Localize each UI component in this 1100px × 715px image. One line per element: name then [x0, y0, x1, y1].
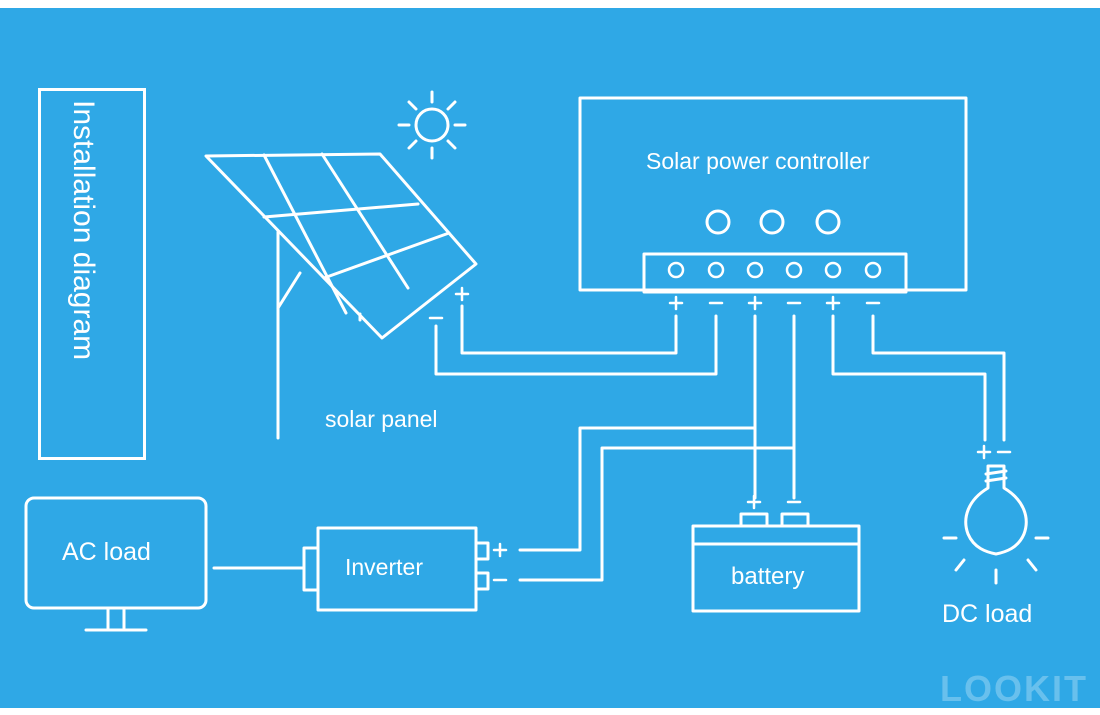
battery-icon	[691, 494, 861, 613]
solar-panel-label: solar panel	[325, 406, 438, 432]
inverter-icon	[302, 526, 508, 612]
controller-label: Solar power controller	[646, 148, 870, 174]
inverter-label: Inverter	[345, 554, 423, 580]
watermark-logo: LOOKIT	[940, 668, 1088, 709]
battery-label: battery	[731, 563, 805, 590]
light-bulb-icon	[942, 464, 1050, 585]
ac-load-label: AC load	[62, 538, 151, 566]
diagram-title: Installation diagram	[67, 100, 100, 361]
controller-box	[578, 96, 968, 294]
monitor-icon	[24, 496, 208, 632]
dc-load-label: DC load	[942, 600, 1033, 628]
dcload-polarity-signs	[976, 444, 1012, 460]
diagram-canvas: Installation diagram Solar power control…	[0, 8, 1100, 709]
sun-icon	[397, 90, 467, 160]
controller-polarity-signs	[668, 295, 881, 311]
solar-panel-icon	[204, 152, 478, 440]
title-box	[38, 88, 146, 460]
wires	[212, 304, 1006, 582]
panel-polarity-signs	[428, 286, 470, 320]
installation-diagram-svg	[24, 90, 1050, 632]
controller-terminals	[667, 261, 882, 279]
